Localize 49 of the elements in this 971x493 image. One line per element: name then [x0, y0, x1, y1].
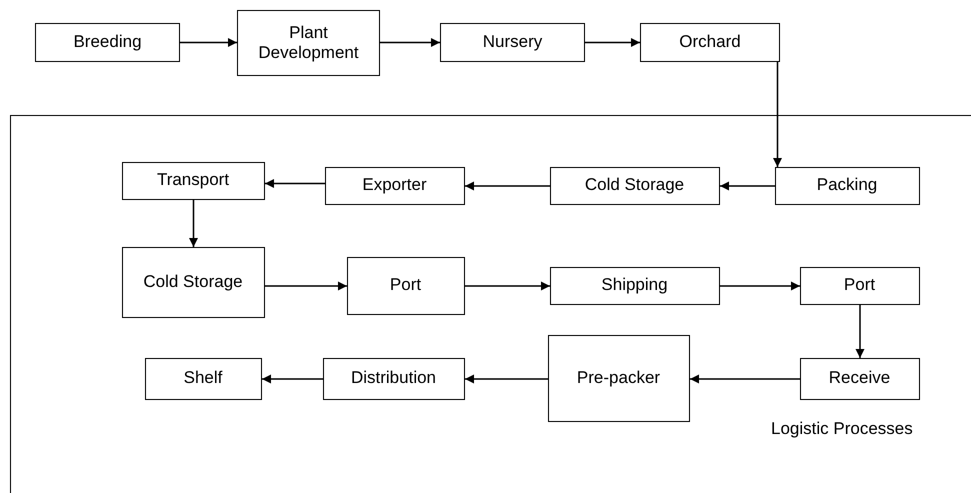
process-box [550, 266, 720, 304]
box-label: Plant Development [257, 22, 360, 64]
box-label: Orchard [679, 32, 741, 53]
arrow [465, 374, 548, 384]
arrow [180, 38, 237, 47]
box-label: Cold Storage [143, 272, 243, 292]
group-label: Logistic Processes [771, 419, 913, 440]
box-label: Port [390, 275, 422, 296]
arrow [465, 182, 550, 190]
process-box [550, 166, 720, 204]
box-label: Shipping [601, 275, 668, 296]
arrow [773, 62, 782, 167]
process-box [144, 358, 262, 400]
box-label: Pre-packer [576, 368, 660, 388]
box-label: Nursery [482, 32, 542, 53]
group-frame [10, 115, 971, 493]
process-box [324, 166, 464, 204]
box-label: Breeding [73, 32, 142, 53]
process-box [640, 23, 780, 62]
box-label: Shelf [184, 368, 222, 389]
process-box [322, 358, 464, 400]
process-box [122, 162, 264, 200]
box-label: Transport [156, 170, 230, 191]
process-box [440, 23, 585, 62]
process-box [800, 358, 920, 400]
arrow [189, 200, 198, 247]
box-label: Cold Storage [584, 175, 684, 196]
arrow [465, 282, 550, 290]
box-label: Distribution [350, 368, 436, 389]
arrow [720, 282, 800, 290]
box-label: Receive [828, 368, 890, 389]
process-box [548, 334, 690, 422]
arrow [380, 38, 440, 47]
arrow [856, 305, 864, 358]
box-label: Packing [816, 175, 878, 196]
box-label: Port [844, 275, 876, 296]
arrow [262, 374, 323, 384]
process-box [122, 246, 264, 318]
box-label: Exporter [362, 175, 427, 196]
process-box [346, 256, 464, 314]
process-box [800, 266, 920, 304]
arrow [720, 182, 775, 190]
arrow [585, 38, 640, 47]
arrow [265, 282, 347, 290]
process-box [237, 10, 380, 76]
arrow [265, 179, 325, 188]
arrow [690, 374, 800, 384]
process-box [35, 23, 180, 62]
process-box [774, 166, 920, 204]
